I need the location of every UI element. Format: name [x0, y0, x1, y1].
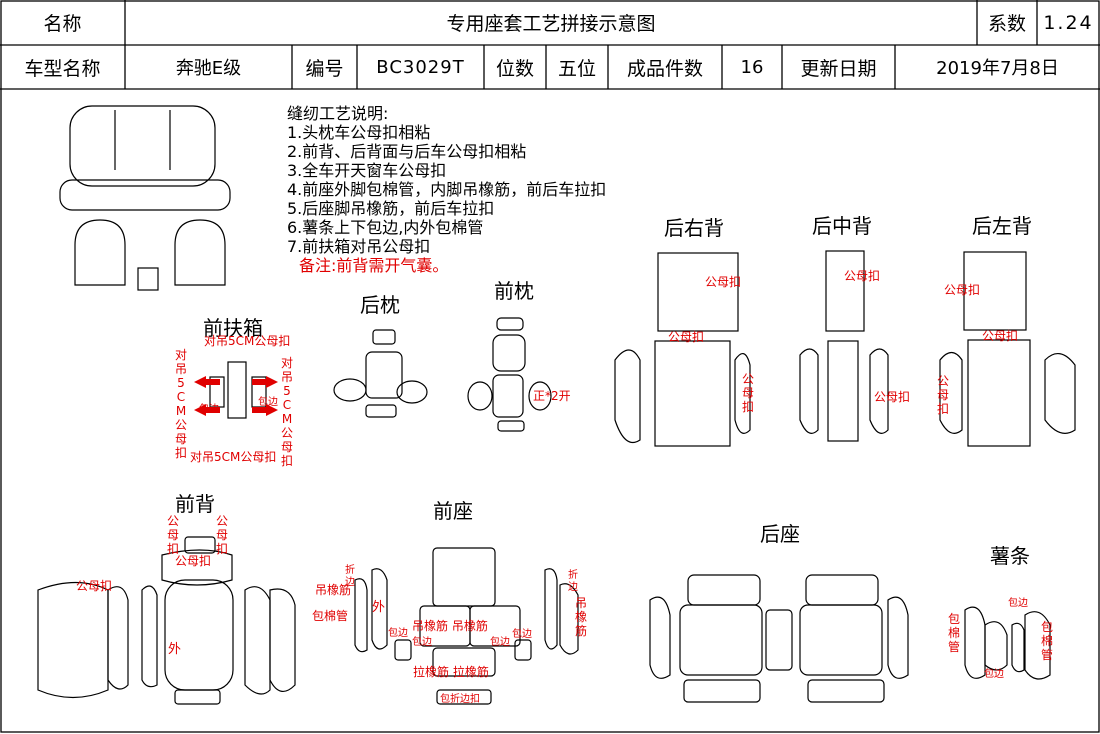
- coef-value: 1.24: [1043, 11, 1094, 34]
- note-fries-tube-left: 包棉管: [947, 612, 960, 654]
- note-item: 3.全车开天窗车公母扣: [287, 161, 447, 180]
- note-item: 7.前扶箱对吊公母扣: [287, 237, 431, 256]
- page-title: 专用座套工艺拼接示意图: [446, 13, 656, 35]
- date-value: 2019年7月8日: [936, 58, 1059, 79]
- section-front-seat: 前座: [433, 499, 473, 523]
- notes-title: 缝纫工艺说明:: [287, 104, 389, 123]
- note-front-headrest: 正*2开: [533, 389, 571, 403]
- pattern-outlines: [37, 105, 1076, 705]
- section-rear-middle-back: 后中背: [812, 214, 872, 238]
- note-fs-fold-left: 折边: [345, 565, 355, 588]
- model-value: 奔驰E级: [175, 58, 242, 79]
- coef-label: 系数: [987, 13, 1026, 35]
- note-fb-right: 公母扣: [215, 514, 228, 556]
- note-fs-tube-left: 包棉管: [312, 609, 349, 623]
- note-fs-elastic-right: 吊橡筋: [574, 596, 587, 638]
- pieces-value: 16: [740, 56, 764, 78]
- note-rlb-side: 公母扣: [936, 374, 949, 416]
- note-fs-fold-right: 折边: [568, 570, 578, 593]
- section-rear-seat: 后座: [760, 522, 800, 546]
- note-fb-side: 公母扣: [76, 579, 113, 593]
- note-item: 6.薯条上下包边,内外包棉管: [287, 218, 484, 237]
- date-label: 更新日期: [800, 57, 877, 80]
- pieces-label: 成品件数: [626, 57, 703, 80]
- note-fb-center: 公母扣: [175, 554, 212, 568]
- note-fs-elastic-left: 吊橡筋: [315, 583, 352, 597]
- note-rrb-top: 公母扣: [705, 275, 742, 289]
- note-armrest-wrap-left: 包边: [199, 404, 219, 415]
- note-fb-outer: 外: [168, 642, 182, 657]
- note-armrest-right: 对吊5CM公母扣: [280, 356, 293, 468]
- note-fs-outer: 外: [372, 600, 386, 615]
- section-front-back: 前背: [175, 492, 215, 516]
- note-fs-wrap-c: 包边: [512, 629, 532, 640]
- note-fb-left: 公母扣: [166, 514, 179, 556]
- note-rlb-mid: 公母扣: [982, 329, 1019, 343]
- section-rear-right-back: 后右背: [664, 216, 724, 240]
- section-armrest: 前扶箱: [203, 316, 263, 340]
- note-fs-bottom: 包折边扣: [440, 694, 480, 705]
- note-armrest-left: 对吊5CM公母扣: [174, 348, 187, 460]
- note-item: 2.前背、后背面与后车公母扣相粘: [287, 142, 527, 161]
- note-fries-wrap-bottom: 包边: [984, 669, 1004, 680]
- name-label: 名称: [43, 13, 82, 35]
- seats-value: 五位: [557, 57, 596, 80]
- notes-remark: 备注:前背需开气囊。: [299, 256, 449, 275]
- note-armrest-top: 对吊5CM公母扣: [204, 334, 291, 348]
- section-rear-headrest: 后枕: [360, 293, 400, 317]
- note-rmb-top: 公母扣: [844, 269, 881, 283]
- code-value: BC3029T: [376, 56, 465, 78]
- section-fries: 薯条: [990, 544, 1030, 568]
- note-fs-pull: 拉橡筋 拉橡筋: [413, 665, 489, 679]
- armrest-arrows: [194, 376, 278, 416]
- note-rmb-bottom: 公母扣: [874, 390, 911, 404]
- note-armrest-bottom: 对吊5CM公母扣: [190, 450, 277, 464]
- note-rrb-side: 公母扣: [741, 372, 754, 414]
- seats-label: 位数: [495, 57, 534, 80]
- section-front-headrest: 前枕: [494, 279, 534, 303]
- code-label: 编号: [305, 57, 344, 80]
- note-fs-wrap-d: 包边: [490, 637, 510, 648]
- note-fs-wrap-b: 包边: [412, 637, 432, 648]
- note-item: 1.头枕车公母扣相粘: [287, 123, 431, 142]
- note-item: 4.前座外脚包棉管，内脚吊橡筋，前后车拉扣: [287, 180, 607, 199]
- note-fries-wrap-top: 包边: [1008, 598, 1028, 609]
- note-item: 5.后座脚吊橡筋，前后车拉扣: [287, 199, 495, 218]
- note-armrest-wrap-right: 包边: [258, 397, 278, 408]
- note-fries-tube-right: 包棉管: [1040, 620, 1053, 662]
- sewing-notes: 缝纫工艺说明: 1.头枕车公母扣相粘 2.前背、后背面与后车公母扣相粘 3.全车…: [287, 104, 606, 275]
- note-fs-wrap-a: 包边: [388, 628, 408, 639]
- model-label: 车型名称: [24, 57, 101, 80]
- section-rear-left-back: 后左背: [972, 214, 1032, 238]
- note-rlb-top: 公母扣: [944, 283, 981, 297]
- note-fs-elastic-center: 吊橡筋 吊橡筋: [412, 619, 488, 633]
- note-rrb-mid: 公母扣: [668, 330, 705, 344]
